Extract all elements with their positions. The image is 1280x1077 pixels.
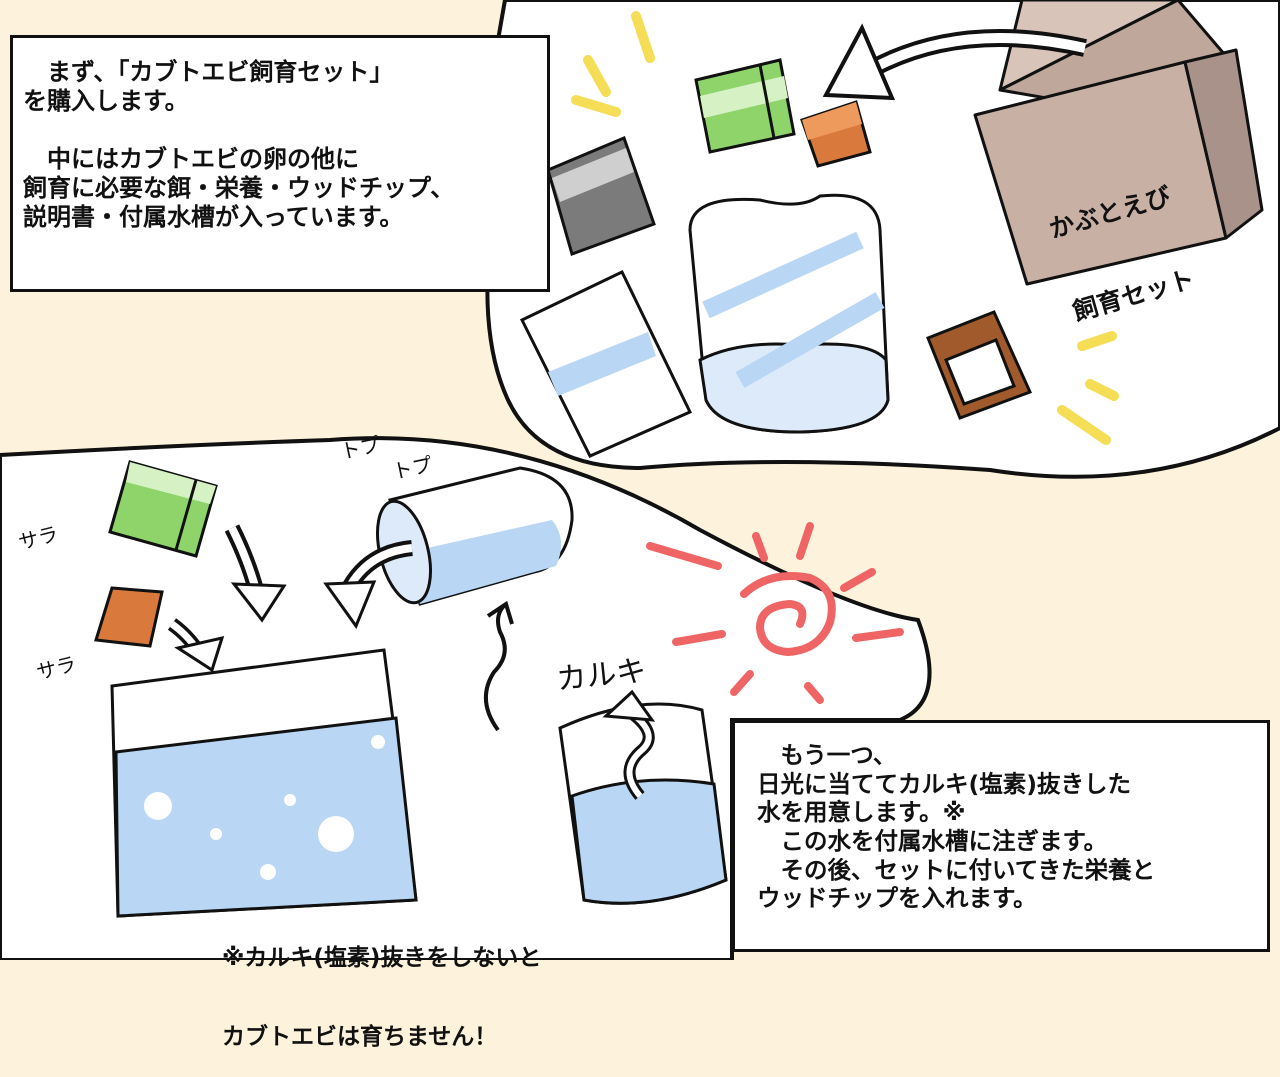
green-pack-pouring-icon xyxy=(108,460,218,558)
caption-bottom: もう一つ、 日光に当ててカルキ(塩素)抜きした 水を用意します。※ この水を付属… xyxy=(732,720,1270,952)
kit-box xyxy=(973,0,1264,286)
tank-icon xyxy=(688,193,890,434)
caption-bottom-line-1: もう一つ、 xyxy=(757,741,897,769)
filled-tank-icon xyxy=(110,648,418,918)
arrow-out-of-box-icon xyxy=(822,23,1087,101)
orange-pack-pouring-icon xyxy=(94,586,164,648)
green-food-pack-icon xyxy=(694,58,796,154)
caption-bottom-line-5: その後、セットに付いてきた栄養と xyxy=(757,855,1156,884)
arrow-down-small-icon xyxy=(167,618,225,673)
arrow-down-icon xyxy=(224,524,287,623)
chlorine-note: ※カルキ(塩素)抜きをしないと カブトエビは育ちません！ xyxy=(222,892,541,1077)
caption-bottom-line-3: 水を用意します。※ xyxy=(757,798,966,827)
caption-top-line-3: 中にはカブトエビの卵の他に xyxy=(23,144,359,173)
caption-bottom-line-4: この水を付属水槽に注ぎます。 xyxy=(757,826,1108,855)
sun-icon xyxy=(646,522,904,704)
wood-chip-pouch-icon xyxy=(926,310,1033,420)
caption-top-line-5: 説明書・付属水槽が入っています。 xyxy=(23,203,404,232)
arrow-pour-icon xyxy=(323,540,414,630)
caption-top-line-1: まず、「カブトエビ飼育セット」 xyxy=(23,58,394,86)
grey-egg-pack-icon xyxy=(546,135,656,256)
box-label-line-1: かぶとえび xyxy=(1045,180,1174,244)
sparkle-lines-left xyxy=(571,11,655,117)
chlorine-note-line-1: ※カルキ(塩素)抜きをしないと xyxy=(222,944,542,971)
caption-bottom-line-6: ウッドチップを入れます。 xyxy=(757,884,1037,913)
orange-nutrient-pack-icon xyxy=(800,100,872,168)
caption-bottom-line-2: 日光に当ててカルキ(塩素)抜きした xyxy=(757,769,1131,798)
caption-top-line-4: 飼育に必要な餌・栄養・ウッドチップ、 xyxy=(23,173,455,202)
illustration-scene xyxy=(0,0,1280,960)
sparkle-lines-right xyxy=(1057,331,1119,445)
instruction-booklet-icon xyxy=(519,270,693,458)
water-glass-icon xyxy=(558,689,728,905)
evaporation-arrow-icon xyxy=(483,600,514,732)
caption-top: まず、「カブトエビ飼育セット」 を購入します。 中にはカブトエビの卵の他に 飼育… xyxy=(10,35,550,292)
sfx-karuki: カルキ xyxy=(554,653,648,698)
chlorine-note-line-2: カブトエビは育ちません！ xyxy=(222,1024,498,1051)
caption-top-line-2: を購入します。 xyxy=(23,87,189,116)
pouring-cup-icon xyxy=(376,466,574,606)
